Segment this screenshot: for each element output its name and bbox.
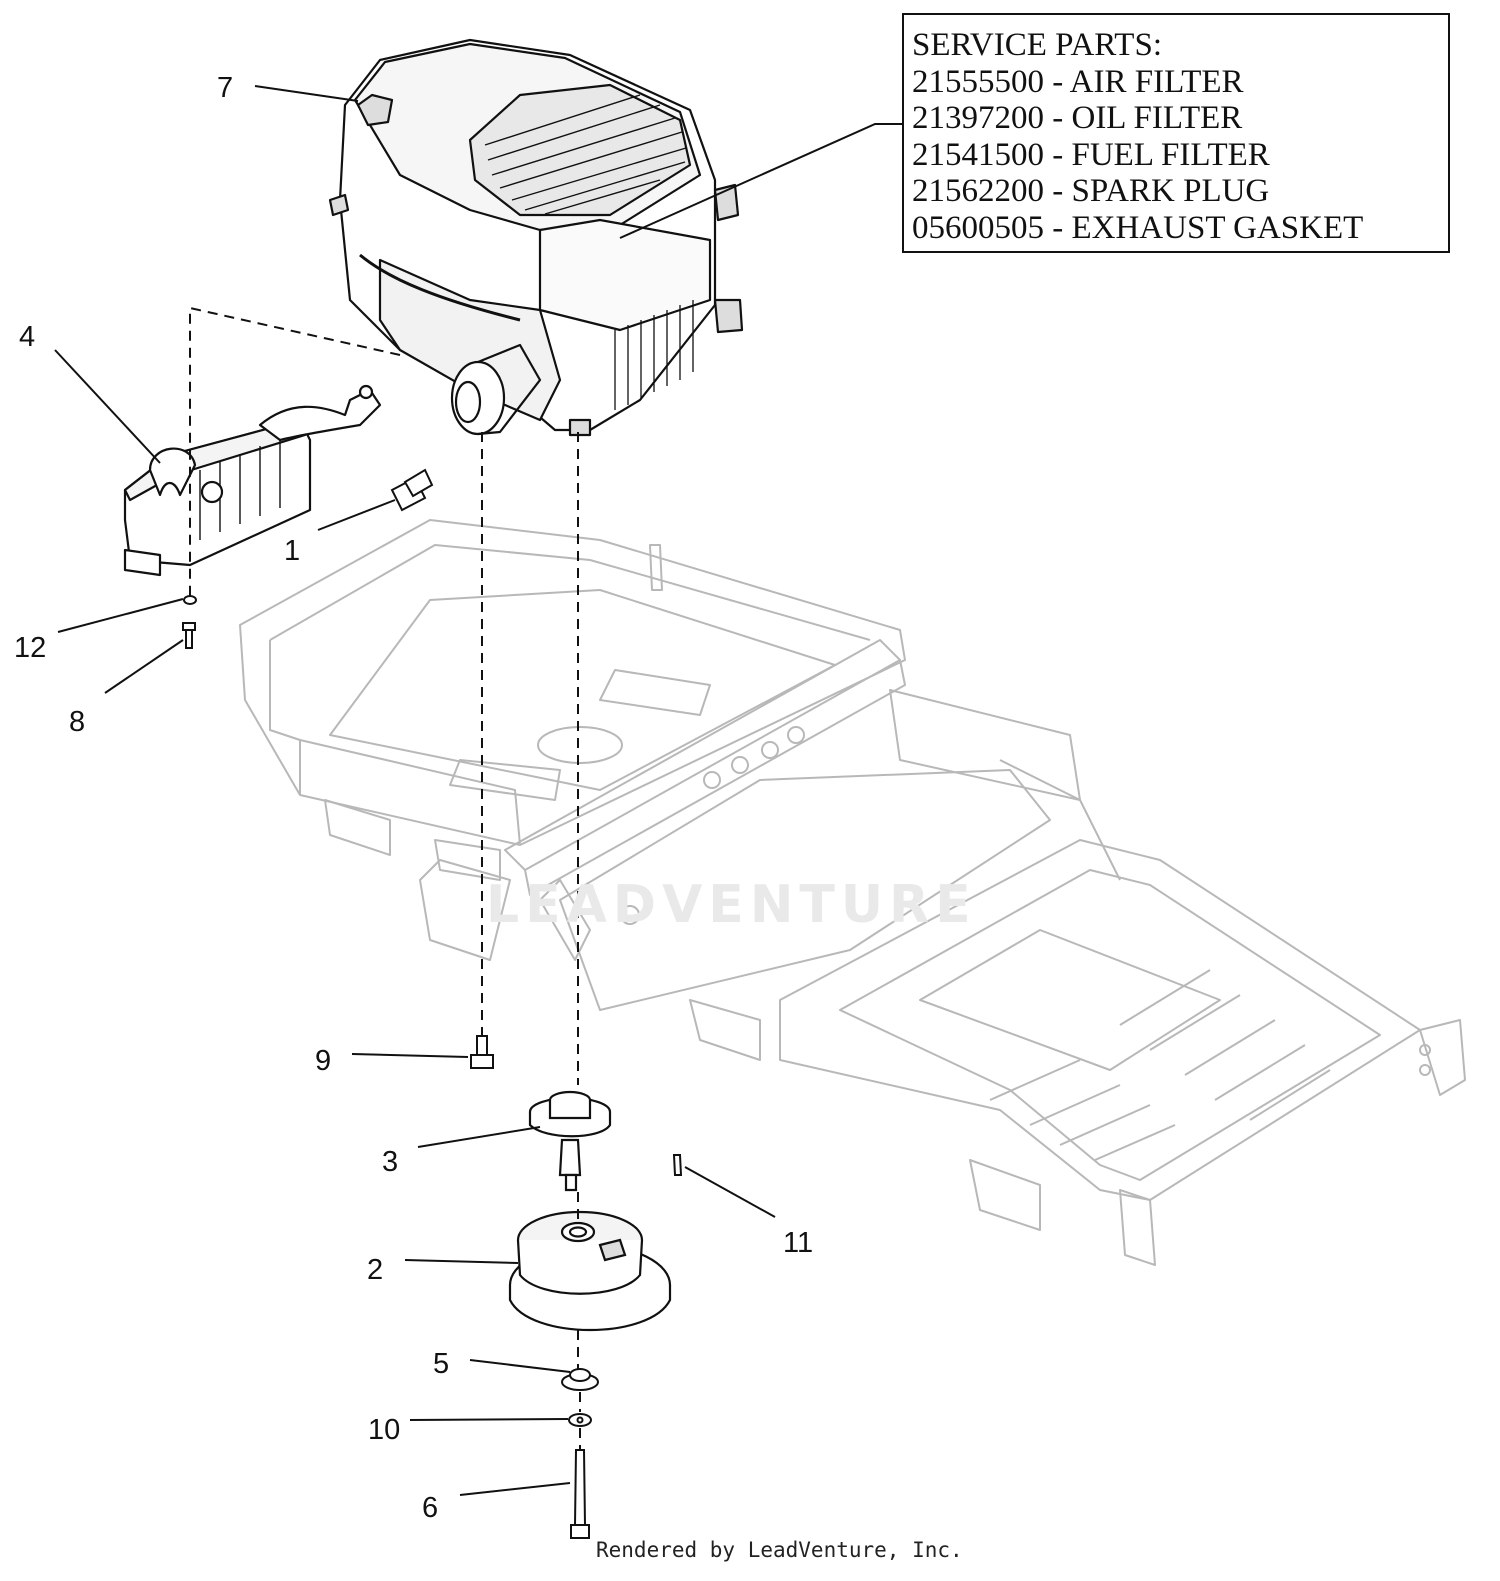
- fitting-part-1: [390, 468, 434, 512]
- bolt-part-6: [570, 1449, 590, 1539]
- leader-lines: [54, 85, 902, 1496]
- callout-2: 2: [367, 1254, 384, 1286]
- watermark-text: LEADVENTURE: [486, 875, 977, 935]
- service-part-oil-filter: 21397200 - OIL FILTER: [912, 100, 1243, 136]
- service-part-air-filter: 21555500 - AIR FILTER: [912, 63, 1244, 100]
- callout-12: 12: [14, 632, 47, 664]
- chassis-frame: [239, 519, 1466, 1266]
- callout-5: 5: [433, 1348, 450, 1380]
- pulley-part-3: [528, 1090, 612, 1192]
- footer-credit: Rendered by LeadVenture, Inc.: [596, 1538, 963, 1562]
- washer-part-12: [183, 595, 197, 605]
- callout-1: 1: [284, 535, 301, 567]
- callout-3: 3: [382, 1146, 399, 1178]
- callout-6: 6: [422, 1492, 439, 1524]
- key-part-11: [672, 1154, 683, 1176]
- callout-11: 11: [783, 1227, 814, 1259]
- callout-10: 10: [368, 1414, 401, 1446]
- service-parts-box: SERVICE PARTS: 21555500 - AIR FILTER 213…: [902, 13, 1450, 253]
- engine-assembly: [328, 38, 744, 437]
- muffler: [123, 384, 382, 577]
- alignment-lines: [189, 306, 581, 1450]
- washer-part-5: [561, 1368, 599, 1391]
- callout-7: 7: [217, 72, 234, 104]
- bolt-part-9: [470, 1035, 494, 1069]
- callout-8: 8: [69, 706, 86, 738]
- callout-9: 9: [315, 1045, 332, 1077]
- service-part-fuel-filter: 21541500 - FUEL FILTER: [912, 136, 1270, 173]
- service-part-exhaust-gasket: 05600505 - EXHAUST GASKET: [912, 209, 1364, 246]
- bolt-part-8: [182, 622, 196, 649]
- service-part-spark-plug: 21562200 - SPARK PLUG: [912, 173, 1270, 209]
- clutch-part-2: [508, 1210, 672, 1331]
- callout-4: 4: [19, 321, 36, 353]
- service-parts-heading: SERVICE PARTS:: [912, 27, 1162, 63]
- washer-part-10: [568, 1413, 592, 1427]
